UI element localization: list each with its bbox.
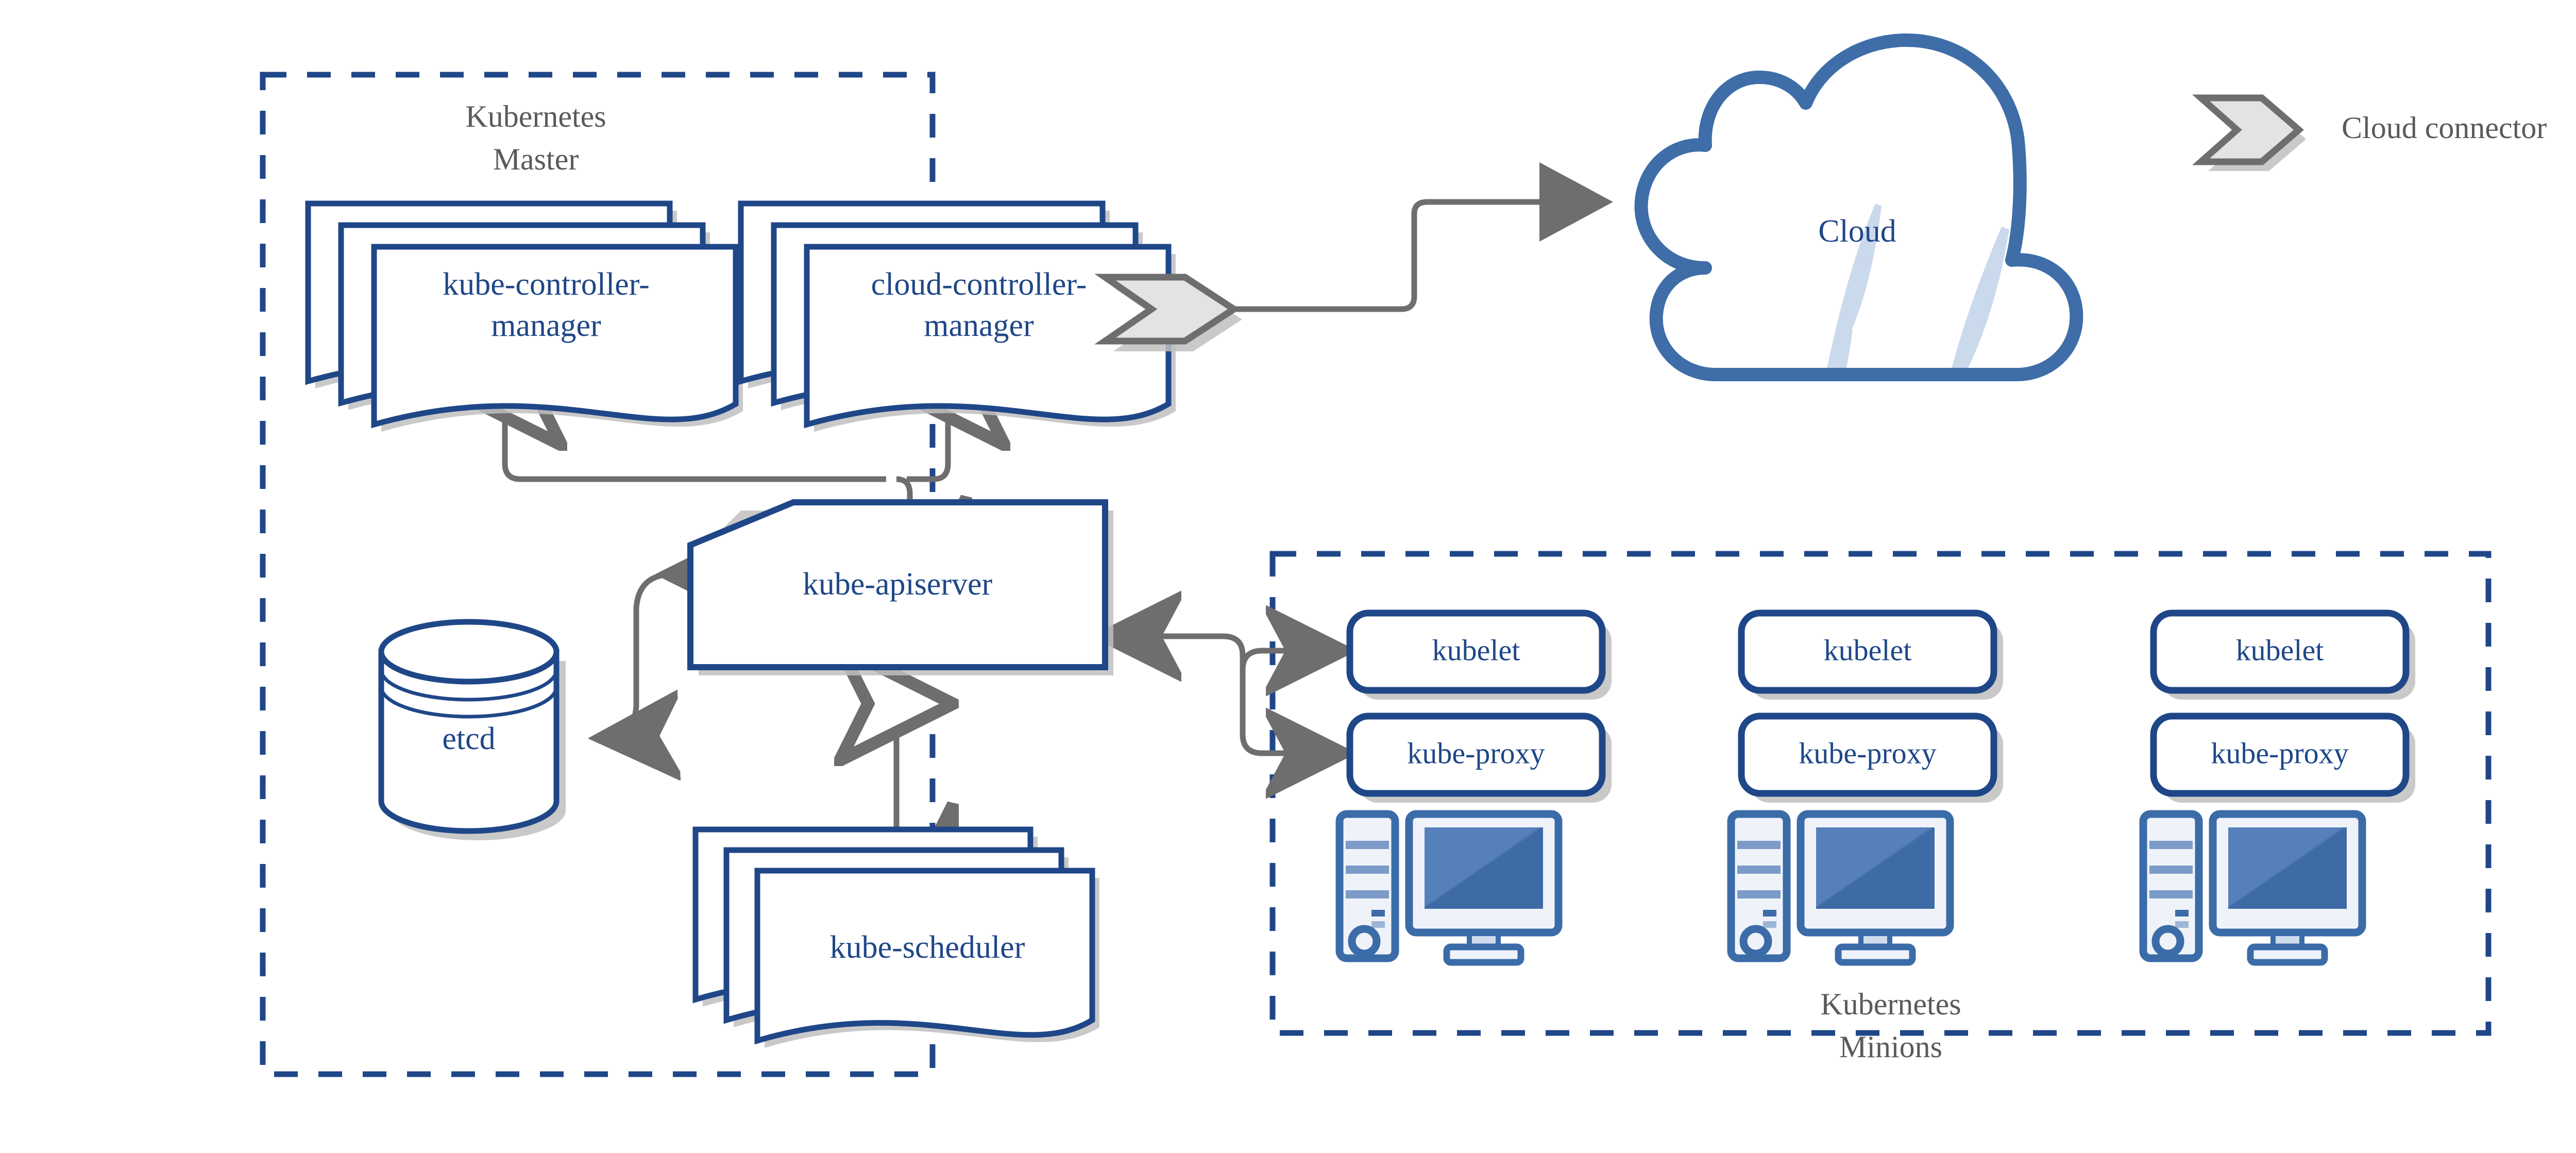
computer-icon-3 — [2139, 810, 2366, 966]
connector-apiserver-to-controllers — [505, 422, 948, 520]
minions-group-label: Kubernetes Minions — [1820, 987, 1961, 1064]
cloud-controller-manager-node[interactable]: cloud-controller- manager — [738, 200, 1176, 432]
kube-controller-manager-node[interactable]: kube-controller- manager — [305, 200, 743, 432]
master-label-line2: Master — [493, 142, 579, 176]
cloud-node[interactable]: Cloud — [1623, 21, 2112, 495]
legend-label: Cloud connector — [2342, 111, 2547, 145]
minions-label-line1: Kubernetes — [1820, 987, 1961, 1021]
kube-apiserver-label: kube-apiserver — [803, 567, 993, 602]
kube-controller-manager-label-line2: manager — [491, 308, 601, 343]
kube-proxy-box-1[interactable] — [1346, 713, 1606, 797]
kubelet-box-3[interactable] — [2150, 609, 2410, 694]
kubelet-label-2: kubelet — [1824, 633, 1912, 667]
etcd-node[interactable]: etcd — [378, 619, 566, 840]
kube-proxy-box-2[interactable] — [1738, 713, 1997, 797]
chevron-connector-icon — [2192, 94, 2304, 165]
kube-scheduler-label: kube-scheduler — [830, 930, 1025, 965]
cloud-controller-manager-label-line2: manager — [924, 308, 1034, 343]
kube-proxy-label-2: kube-proxy — [1799, 736, 1936, 770]
connector-apiserver-to-etcd — [605, 574, 672, 738]
cloud-connector-chevron-icon — [1094, 274, 1242, 351]
minion-node-1: kubelet kube-proxy — [1335, 609, 1612, 966]
master-label-line1: Kubernetes — [465, 99, 606, 133]
connector-ccm-to-cloud — [1200, 162, 1613, 312]
connector-apiserver-to-minions — [1108, 636, 1340, 753]
minion-node-2: kubelet kube-proxy — [1727, 609, 2003, 966]
cloud-label: Cloud — [1818, 214, 1896, 249]
kube-controller-manager-label-line1: kube-controller- — [443, 267, 650, 302]
master-group-label: Kubernetes Master — [465, 99, 606, 176]
legend-cloud-connector: Cloud connector — [2192, 94, 2547, 171]
kube-proxy-label-1: kube-proxy — [1407, 736, 1545, 770]
kubelet-label-1: kubelet — [1432, 633, 1520, 667]
etcd-label: etcd — [442, 721, 495, 756]
cloud-controller-manager-label-line1: cloud-controller- — [871, 267, 1087, 302]
kube-proxy-box-3[interactable] — [2150, 713, 2410, 797]
computer-icon-2 — [1727, 810, 1954, 966]
kube-proxy-label-3: kube-proxy — [2211, 736, 2348, 770]
minions-label-line2: Minions — [1839, 1030, 1942, 1064]
kubelet-box-2[interactable] — [1738, 609, 1997, 694]
kubelet-label-3: kubelet — [2236, 633, 2324, 667]
kube-apiserver-node[interactable]: kube-apiserver — [687, 499, 1113, 675]
kube-scheduler-node[interactable]: kube-scheduler — [692, 826, 1099, 1048]
computer-icon-1 — [1335, 810, 1563, 966]
kubelet-box-1[interactable] — [1346, 609, 1606, 694]
minion-node-3: kubelet kube-proxy — [2139, 609, 2415, 966]
